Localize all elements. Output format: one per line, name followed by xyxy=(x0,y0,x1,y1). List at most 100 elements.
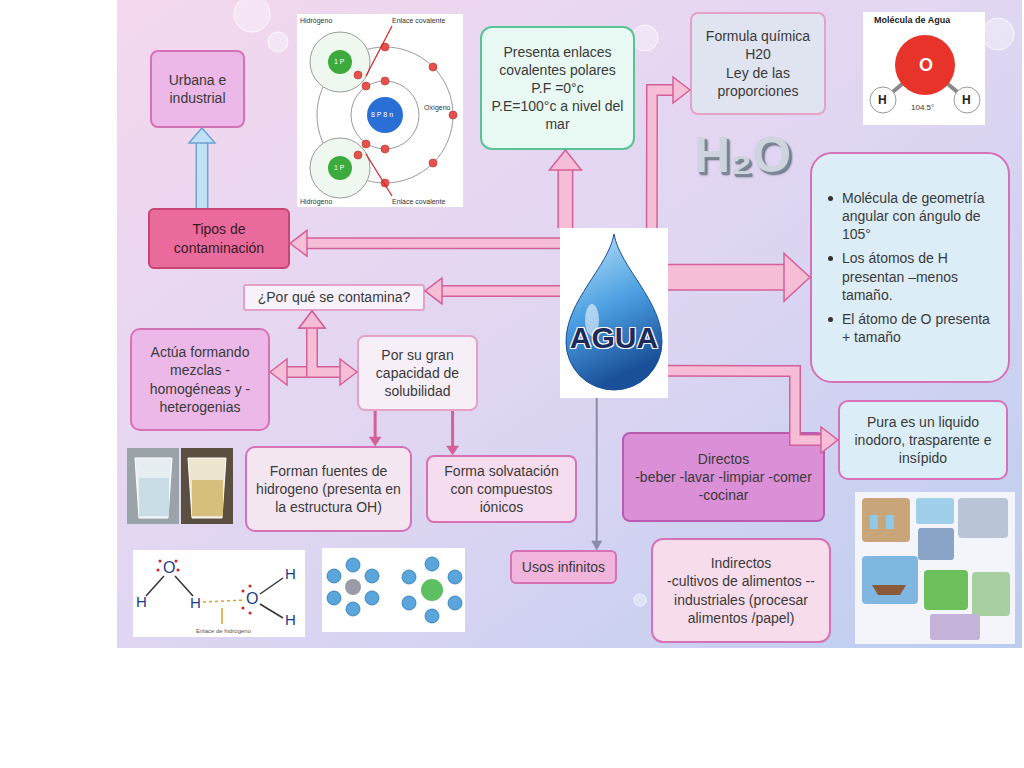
water-fill xyxy=(192,480,223,516)
water-molecule xyxy=(448,596,462,610)
electron-dot xyxy=(242,607,245,610)
arrow-shaft xyxy=(286,327,312,372)
electron-dot xyxy=(177,569,180,572)
node-text: Ley de las proporciones xyxy=(700,64,816,100)
water-molecule xyxy=(365,569,379,583)
central-drop: AGUA xyxy=(560,228,668,398)
node-text: H20 xyxy=(745,45,771,63)
image-frame xyxy=(133,550,305,637)
connector-arrow xyxy=(447,411,459,455)
bullet-item: Los átomos de H presentan –menos tamaño. xyxy=(828,249,994,304)
arrow-shaft xyxy=(668,265,785,289)
question-box: ¿Por qué se contamina? xyxy=(243,284,425,311)
node-text: Los átomos de H presentan –menos tamaño. xyxy=(842,249,994,304)
formula-box: Formula químicaH20Ley de las proporcione… xyxy=(690,12,826,115)
illustration-label: Molécula de Agua xyxy=(874,16,950,25)
property-box: Forma solvatación con compuestos iónicos xyxy=(426,455,577,523)
drop-shape xyxy=(560,228,668,398)
arrow-shaft xyxy=(441,286,560,295)
node-text: Molécula de geometría angular con ángulo… xyxy=(842,189,994,244)
hydrogen-bond-illustration xyxy=(133,550,305,637)
arrow-outline xyxy=(195,142,208,208)
electron-dot xyxy=(242,590,245,593)
connector-arrow xyxy=(189,128,215,208)
arrow-head xyxy=(549,150,581,170)
node-text: Urbana e industrial xyxy=(160,71,235,107)
node-text: Actúa formando mezclas -homogéneas y -he… xyxy=(140,343,260,416)
electron xyxy=(429,159,437,167)
illustration-label: Enlace covalente xyxy=(392,198,445,205)
orbit xyxy=(310,32,370,92)
arrow-head xyxy=(673,77,690,103)
water-fill xyxy=(139,478,169,516)
property-box: Actúa formando mezclas -homogéneas y -he… xyxy=(130,328,270,431)
water-shell xyxy=(402,557,462,623)
illustration-label: O xyxy=(163,560,175,576)
dam-tile xyxy=(958,498,1008,538)
title-text: AGUA xyxy=(560,318,668,357)
bubble xyxy=(632,25,658,51)
water-molecule xyxy=(402,596,416,610)
boat xyxy=(872,585,906,595)
illustration-label: Hidrógeno xyxy=(300,198,332,205)
arrow-outline xyxy=(668,264,785,291)
factory-tile xyxy=(918,528,954,560)
arrow-outline xyxy=(306,237,560,249)
pipe-tile xyxy=(930,614,980,640)
illustration-label: Hidrógeno xyxy=(300,17,332,24)
arrow-head xyxy=(425,278,442,304)
illustration-label: H xyxy=(285,566,296,581)
illustration-label: H xyxy=(962,94,971,106)
node-text: -cultivos de alimentos --industriales (p… xyxy=(661,572,821,627)
hydrogen-bond-line xyxy=(203,600,245,602)
arrow-shaft xyxy=(306,239,560,248)
arrow-head xyxy=(299,311,325,328)
arrow-outline xyxy=(668,371,822,440)
electron xyxy=(362,140,370,148)
boat-tile xyxy=(862,556,918,604)
field-tile xyxy=(924,570,968,610)
arrow-head xyxy=(290,230,307,256)
arrow-outline xyxy=(557,169,573,228)
illustration-label: 1 P xyxy=(334,58,345,65)
arrow-head xyxy=(299,311,325,328)
node-text: Formula química xyxy=(706,27,810,45)
node-text: Tipos de contaminación xyxy=(158,220,280,256)
electron xyxy=(381,145,389,153)
illustration-label: H xyxy=(285,612,296,627)
electron xyxy=(354,151,362,159)
arrow-shaft xyxy=(668,371,822,440)
connector-arrow xyxy=(299,311,357,385)
connector-arrow xyxy=(592,398,602,550)
arrow-head xyxy=(340,359,357,385)
ion xyxy=(345,579,361,595)
water-molecule xyxy=(365,591,379,605)
water-molecule xyxy=(327,569,341,583)
molecule-illustration xyxy=(863,12,985,125)
arrow-outline xyxy=(286,327,312,372)
illustration-label: 1 P xyxy=(334,164,345,171)
uses-collage xyxy=(855,492,1015,644)
connector-arrow xyxy=(369,411,381,446)
arrow-outline xyxy=(312,327,341,372)
electron-dot xyxy=(159,560,162,563)
water-molecule xyxy=(346,602,360,616)
illustration-label: 8 P 8 n xyxy=(371,111,393,118)
bond-line xyxy=(260,604,283,618)
aqueduct-tile xyxy=(862,498,910,542)
leader-line xyxy=(366,26,392,76)
lone-pairs xyxy=(157,560,252,615)
bond-line xyxy=(146,576,164,596)
bond-line xyxy=(260,578,283,594)
arrow-outline xyxy=(441,285,560,297)
electron xyxy=(354,71,362,79)
water-molecule xyxy=(346,558,360,572)
illustration-label: H xyxy=(878,94,887,106)
bond-line xyxy=(175,576,193,596)
illustration-label: H₂O xyxy=(694,130,791,180)
arrow-head xyxy=(189,128,215,143)
oxygen-atom xyxy=(895,35,955,95)
bullet-item: El átomo de O presenta + tamaño xyxy=(828,310,994,346)
arrow-shaft xyxy=(451,411,454,447)
